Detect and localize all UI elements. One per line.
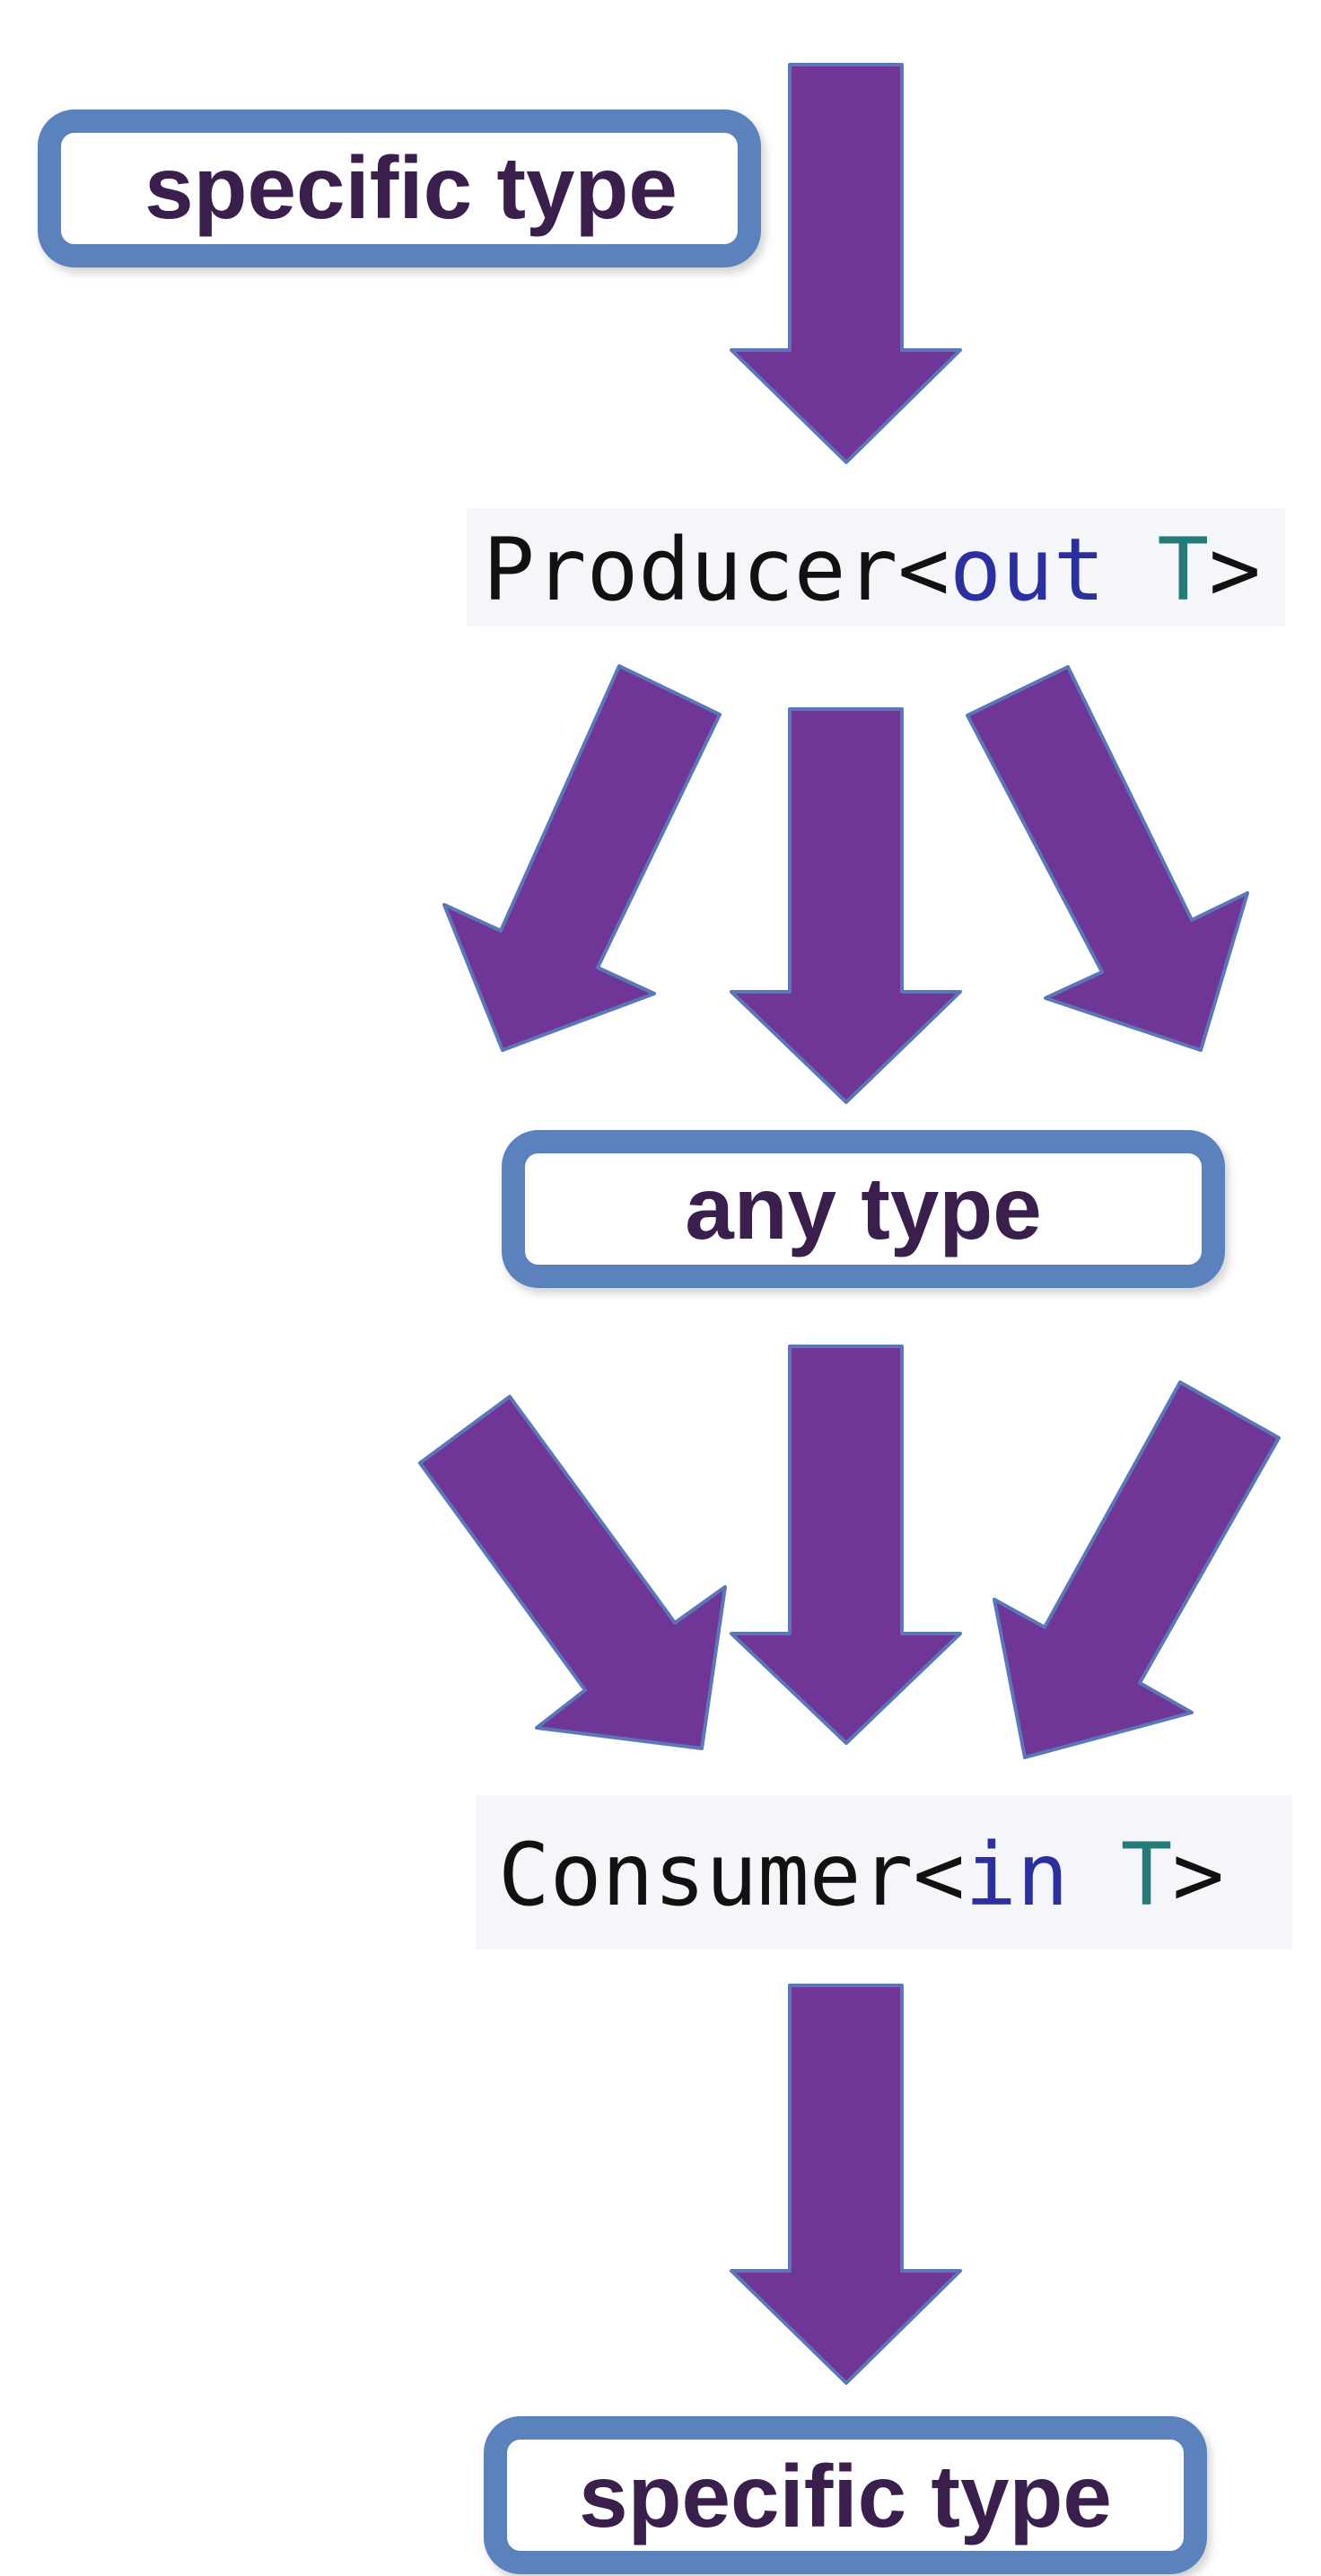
consumer-declaration: Consumer<in T> xyxy=(476,1795,1292,1950)
bottom-box-label: specific type xyxy=(579,2447,1112,2545)
producer-type-param: T xyxy=(1157,520,1209,620)
arrow-any-to-consumer-center xyxy=(730,1345,962,1745)
arrow-any-to-consumer-right xyxy=(993,1380,1281,1759)
top-box-label: specific type xyxy=(144,138,678,237)
producer-declaration: Producer<out T> xyxy=(467,508,1285,626)
consumer-code: Consumer<in T> xyxy=(498,1825,1224,1925)
bottom-specific-type-box: specific type xyxy=(484,2416,1207,2574)
middle-box-frame xyxy=(502,1130,1225,1288)
producer-code-background xyxy=(467,508,1285,626)
consumer-in-keyword: in xyxy=(965,1825,1069,1925)
arrow-down-to-producer xyxy=(730,63,962,464)
arrow-consumer-to-specific xyxy=(730,1984,962,2385)
top-box-frame xyxy=(38,110,761,267)
arrow-producer-to-any-left xyxy=(442,664,722,1052)
consumer-close-bracket: > xyxy=(1172,1825,1224,1925)
consumer-type-param: T xyxy=(1121,1825,1173,1925)
middle-box-label: any type xyxy=(685,1159,1042,1257)
producer-code: Producer<out T> xyxy=(483,520,1261,620)
middle-any-type-box: any type xyxy=(502,1130,1225,1288)
arrow-any-to-consumer-left xyxy=(418,1395,727,1750)
producer-close-bracket: > xyxy=(1209,520,1261,620)
producer-open-bracket: < xyxy=(897,520,949,620)
consumer-open-bracket: < xyxy=(913,1825,965,1925)
producer-out-keyword: out xyxy=(949,520,1105,620)
top-specific-type-box: specific type xyxy=(38,110,761,267)
consumer-code-background xyxy=(476,1795,1292,1950)
producer-name: Producer xyxy=(483,520,897,620)
arrow-producer-to-any-right xyxy=(966,665,1249,1052)
consumer-name: Consumer xyxy=(498,1825,913,1925)
bottom-box-frame xyxy=(484,2416,1207,2574)
arrow-producer-to-any-center xyxy=(730,707,962,1104)
